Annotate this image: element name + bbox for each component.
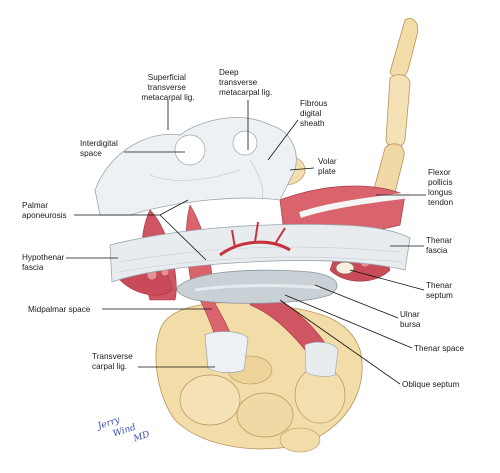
label-thenar-space: Thenar space xyxy=(414,344,465,353)
tendon-sheath xyxy=(176,269,338,304)
label-thenar-septum: Thenar septum xyxy=(426,281,454,300)
label-ulnar-bursa: Ulnar bursa xyxy=(400,310,422,329)
label-thenar-fascia: Thenar fascia xyxy=(426,236,454,255)
leader-ulnar-bursa xyxy=(314,284,399,319)
flexor-pollicis-longus-tendon xyxy=(299,192,411,218)
leader-thenar-space xyxy=(284,294,413,349)
label-palmar-aponeurosis: Palmar aponeurosis xyxy=(22,201,67,220)
label-interdigital-space: Interdigital space xyxy=(80,139,120,158)
label-deep-transverse-metacarpal-lig: Deep transverse metacarpal lig. xyxy=(219,68,272,97)
label-fibrous-digital-sheath: Fibrous digital sheath xyxy=(300,99,330,128)
leader-palmar-aponeurosis-2 xyxy=(159,214,207,261)
thenar-septum-cross-section xyxy=(335,261,355,275)
label-volar-plate: Volar plate xyxy=(318,157,339,176)
label-midpalmar-space: Midpalmar space xyxy=(28,305,91,314)
leader-oblique-septum xyxy=(279,299,401,385)
leader-volar-plate xyxy=(289,167,315,171)
label-hypothenar-fascia: Hypothenar fascia xyxy=(22,253,67,272)
label-flexor-pollicis-longus-tendon: Flexor pollicis longus tendon xyxy=(428,168,455,207)
metacarpal-ligaments xyxy=(94,117,297,216)
oblique-septum-patch xyxy=(304,341,339,377)
label-superficial-transverse-metacarpal-lig: Superficial transverse metacarpal lig. xyxy=(141,73,194,102)
label-oblique-septum: Oblique septum xyxy=(402,380,460,389)
artist-signature: Jerry Wind MD xyxy=(95,415,151,445)
label-transverse-carpal-lig: Transverse carpal lig. xyxy=(92,352,135,371)
fascia-band xyxy=(109,223,411,283)
labels: Superficial transverse metacarpal lig. D… xyxy=(22,68,465,389)
leader-thenar-septum xyxy=(349,269,425,291)
carpal-bones xyxy=(155,302,363,453)
hand-illustration xyxy=(94,18,419,453)
thumb-bones xyxy=(369,18,419,213)
arterial-arch xyxy=(219,221,291,257)
leader-lines xyxy=(66,100,426,385)
transverse-carpal-lig-patch xyxy=(204,331,249,373)
leader-fibrous-sheath xyxy=(267,119,299,161)
